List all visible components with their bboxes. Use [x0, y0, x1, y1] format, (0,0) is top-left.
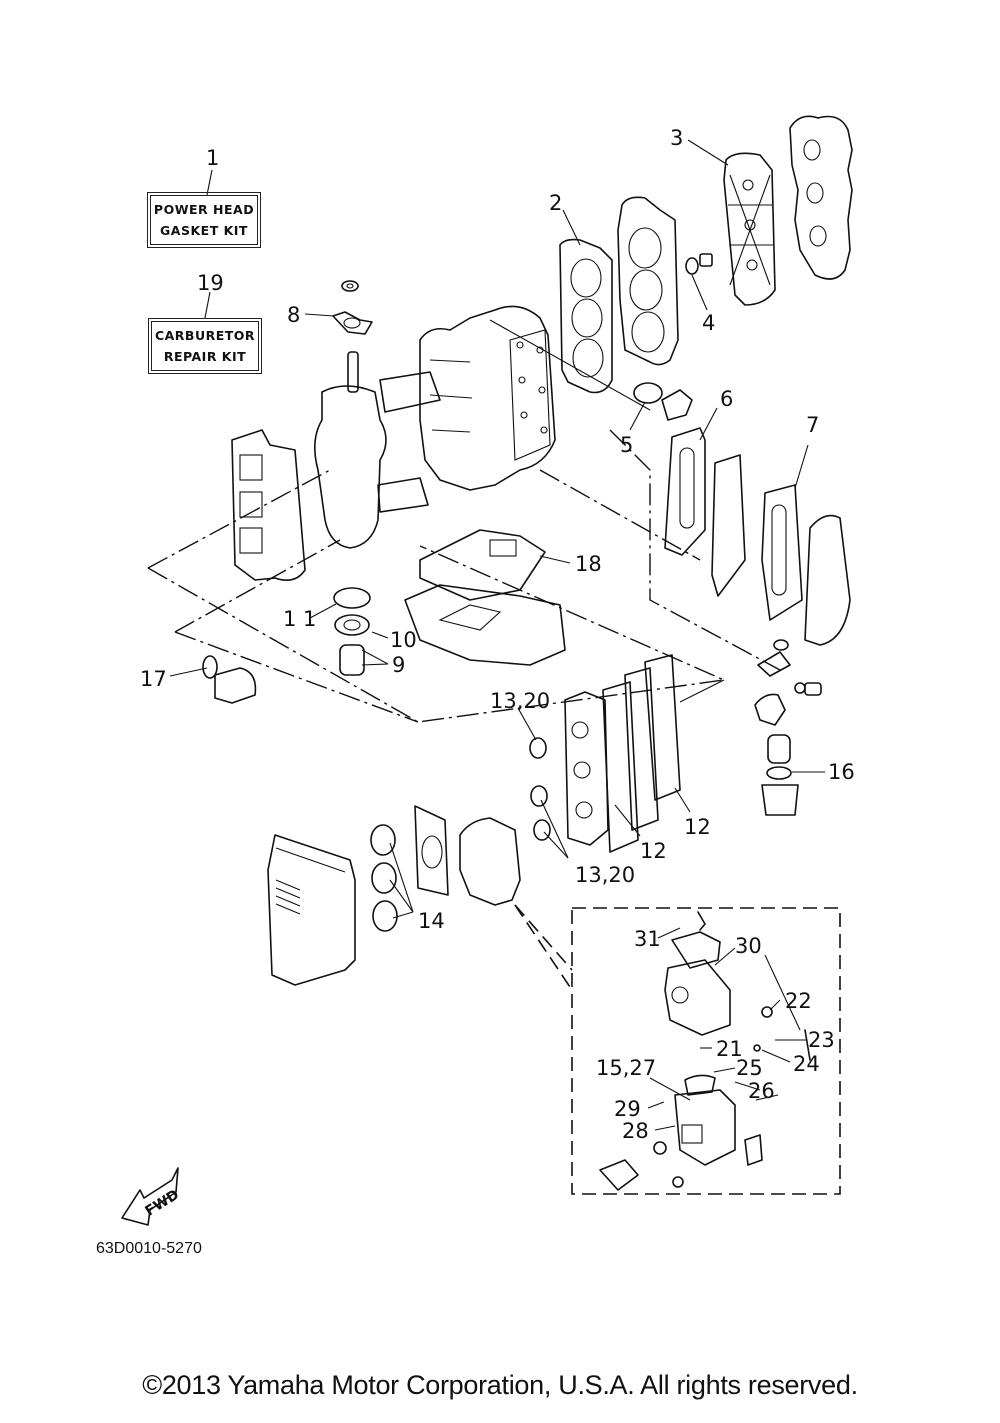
carburetor-repair-kit-box: CARBURETOR REPAIR KIT [148, 318, 262, 374]
callout-13-20b: 13,20 [575, 863, 635, 887]
o-rings [529, 737, 551, 841]
callout-25: 25 [736, 1056, 763, 1080]
head-cover-gasket [723, 152, 776, 306]
fuel-filter [754, 639, 822, 816]
power-head-gasket-kit-box: POWER HEAD GASKET KIT [147, 192, 261, 248]
seal-parts [333, 587, 371, 676]
callout-29: 29 [614, 1097, 641, 1121]
kit-label-line2: REPAIR KIT [163, 349, 247, 364]
fwd-arrow-icon: FWD [121, 1167, 182, 1226]
callout-14: 14 [418, 909, 445, 933]
cylinder-head-cover [789, 115, 853, 280]
callout-10: 10 [390, 628, 417, 652]
callout-21: 21 [716, 1037, 743, 1061]
callout-13-20a: 13,20 [490, 689, 550, 713]
cylinder-head [617, 196, 679, 366]
callout-16: 16 [828, 760, 855, 784]
kit-label-line1: CARBURETOR [154, 328, 256, 343]
callout-8: 8 [287, 303, 300, 327]
exhaust-elbow [202, 655, 257, 704]
callout-26: 26 [748, 1079, 775, 1103]
kit-label-line2: GASKET KIT [160, 223, 248, 238]
assembly-reference-lines [147, 319, 781, 723]
callout-18: 18 [575, 552, 602, 576]
callout-12b: 12 [684, 815, 711, 839]
copyright-notice: ©2013 Yamaha Motor Corporation, U.S.A. A… [142, 1370, 858, 1400]
intake-silencer [267, 834, 356, 986]
callout-30: 30 [735, 934, 762, 958]
head-gasket [559, 238, 613, 394]
callout-11: 1 1 [283, 607, 316, 631]
exhaust-cover-assembly [664, 427, 851, 646]
callout-15-27: 15,27 [596, 1056, 656, 1080]
leader-lines [169, 139, 825, 1131]
callout-3: 3 [670, 126, 683, 150]
callout-31: 31 [634, 927, 661, 951]
callout-17: 17 [140, 667, 167, 691]
callout-12a: 12 [640, 839, 667, 863]
kit-label-line1: POWER HEAD [153, 202, 255, 217]
callout-28: 28 [622, 1119, 649, 1143]
crankcase [419, 305, 556, 491]
oil-seal-housing [332, 280, 373, 335]
callout-19: 19 [197, 271, 224, 295]
callout-22: 22 [785, 989, 812, 1013]
fwd-label: FWD [142, 1187, 182, 1220]
intake-gaskets [370, 805, 449, 932]
diagram-part-code: 63D0010-5270 [96, 1240, 202, 1257]
intake-manifold [231, 429, 306, 581]
thermostat-cover [633, 382, 693, 421]
callout-6: 6 [720, 387, 733, 411]
drain-plug [685, 253, 713, 275]
reed-valve-gaskets [564, 654, 725, 853]
callout-9: 9 [392, 653, 405, 677]
callout-labels: 1 19 2 3 4 5 6 7 8 9 10 1 1 12 12 13,20 … [140, 126, 855, 1143]
callout-5: 5 [620, 433, 633, 457]
crankshaft [314, 351, 441, 549]
callout-7: 7 [806, 413, 819, 437]
callout-24: 24 [793, 1052, 820, 1076]
callout-23: 23 [808, 1028, 835, 1052]
callout-1: 1 [206, 146, 219, 170]
carburetor-detail-box [514, 904, 841, 1195]
callout-4: 4 [702, 311, 715, 335]
lower-intake-manifold [459, 817, 521, 906]
lower-case-gasket [404, 529, 566, 666]
callout-2: 2 [549, 191, 562, 215]
